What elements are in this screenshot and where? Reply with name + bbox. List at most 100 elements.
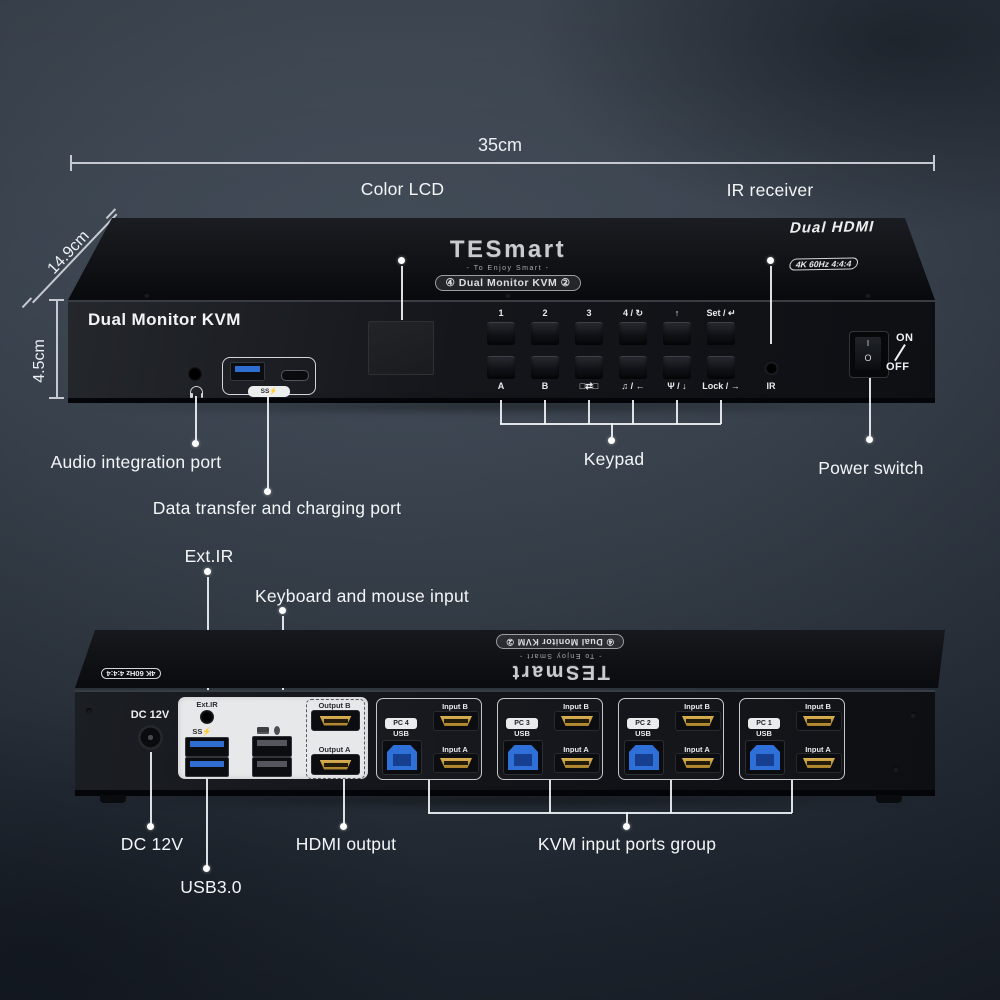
height-dimension-tick-bottom [49,397,64,399]
brand-logo-rear: TESmart - To Enjoy Smart - ④ Dual Monito… [455,634,665,683]
keypad-button [619,356,647,379]
kvm-bracket [428,812,792,814]
hdmi-input-b-port [433,711,479,731]
input-b-label: Input B [684,702,710,711]
keypad-label-bottom: Lock / → [702,381,740,391]
output-b-label: Output B [318,701,351,710]
kvm-bracket-stub [549,780,551,813]
4k-badge-rear: 4K 60Hz 4:4:4 [100,668,162,679]
hdmi-input-b-port [675,711,721,731]
width-dimension-tick-right [933,155,935,171]
rear-view-top-surface [75,630,945,688]
brand-name: TESmart [449,236,567,263]
hdmi-output-a-port [311,754,360,775]
leader-data-port [267,396,269,488]
width-dimension-line [70,162,935,164]
ext-ir-port-label: Ext.IR [196,700,218,709]
usb-b-port [503,740,543,775]
input-a-label: Input A [805,745,831,754]
callout-audio-port: Audio integration port [50,452,222,472]
hdmi-input-b-port [554,711,600,731]
kvm-input-group-pc2: Input B PC 2 USB Input A [618,698,724,780]
input-a-label: Input A [563,745,589,754]
input-b-label: Input B [442,702,468,711]
rear-shadow [86,793,926,807]
brand-tagline: - To Enjoy Smart - [466,265,550,272]
callout-color-lcd: Color LCD [360,179,445,199]
screw [144,292,150,298]
hdmi-input-a-port [433,753,479,773]
keypad-bracket-stub [544,400,546,424]
kvm-bracket-stub [670,780,672,813]
keypad-label-top: 1 [498,308,504,318]
leader-dot [608,437,615,444]
brand-logo-front: TESmart - To Enjoy Smart - ④ Dual Monito… [408,236,608,291]
kvm-input-group-pc1: Input B PC 1 USB Input A [739,698,845,780]
leader-dot [147,823,154,830]
keypad-col-4: 4 / ↻ ♫ / ← [603,306,663,394]
keypad-label-top: ↑ [674,308,680,318]
width-dimension-tick-left [70,155,72,171]
input-a-label: Input A [442,745,468,754]
rocker-off-mark: O [864,353,872,363]
screw [893,766,899,772]
dual-hdmi-mark-front: Dual HDMI 4K 60Hz 4:4:4 [742,218,915,274]
input-b-label: Input B [805,702,831,711]
usb-label: USB [514,729,530,738]
keypad-label-top: Set / ↵ [706,308,736,318]
keypad-bracket [500,423,721,425]
keypad-button [531,356,559,379]
hdmi-input-a-port [796,753,842,773]
hdmi-output-dashed-box [306,699,365,779]
keypad-button [531,322,559,345]
mouse-icon [274,726,280,735]
leader-dot [264,488,271,495]
brand-name-rear: TESmart [510,661,610,683]
front-panel [68,300,935,400]
front-panel-title: Dual Monitor KVM [88,310,241,329]
depth-dimension-tick-bottom [21,297,32,308]
callout-ir-receiver: IR receiver [726,180,814,200]
power-rocker-inner: I O [855,337,881,370]
front-view-top-surface [68,218,935,300]
usb-speed-badge: SS⚡ [248,386,290,397]
callout-kb-mouse: Keyboard and mouse input [255,586,469,606]
keypad-button [575,356,603,379]
callout-power-switch: Power switch [818,458,924,478]
hdmi-input-b-port [796,711,842,731]
leader-power [869,378,871,436]
leader-dot [767,257,774,264]
leader-usb3 [206,779,208,866]
keypad-label-top: 3 [586,308,592,318]
leader-dot [340,823,347,830]
brand-badge: ④ Dual Monitor KVM ② [435,275,581,291]
power-on-label: ON [896,332,914,344]
hdmi-input-a-port [675,753,721,773]
pc-badge: PC 3 [506,718,538,729]
screw [865,292,871,298]
width-dimension-label: 35cm [477,135,522,155]
pc-badge: PC 4 [385,718,417,729]
usb-label: USB [393,729,409,738]
4k-badge: 4K 60Hz 4:4:4 [788,257,859,271]
keypad-button [663,356,691,379]
leader-ir-receiver [770,266,772,344]
input-a-label: Input A [684,745,710,754]
callout-ext-ir: Ext.IR [184,546,234,566]
keyboard-usb-port [252,736,292,757]
dc-12v-label: DC 12V [130,709,170,721]
keypad-bracket-stub [588,400,590,424]
callout-keypad: Keypad [583,449,645,469]
usb3-port-1 [185,737,229,757]
hdmi-input-a-port [554,753,600,773]
keypad-bracket-stub [720,400,722,424]
usb-label: USB [756,729,772,738]
leader-hdmi-output [343,779,345,824]
keypad-button [707,356,735,379]
keypad-col-2: 2 B [515,306,575,394]
leader-audio [195,396,197,440]
pc-badge: PC 1 [748,718,780,729]
ir-label: IR [766,381,776,391]
usb-c-port [281,370,309,381]
dual-hdmi-text: Dual HDMI [788,218,877,237]
